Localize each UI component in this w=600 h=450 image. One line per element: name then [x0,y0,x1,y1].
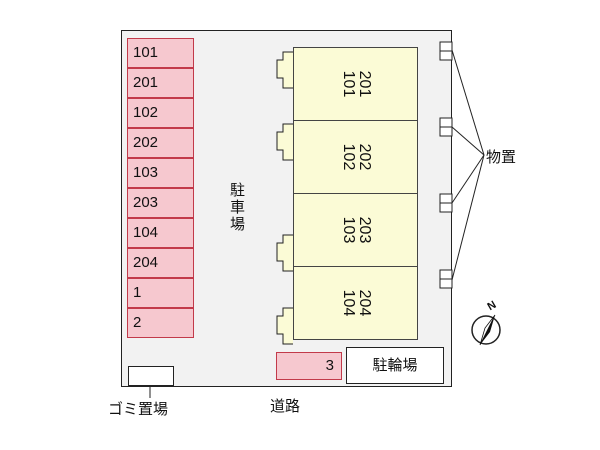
parking-slot: 202 [127,128,194,158]
garbage-label: ゴミ置場 [108,401,169,418]
parking-label: 駐車場 [228,182,245,233]
parking-slot: 101 [127,38,194,68]
parking-slot: 102 [127,98,194,128]
leader-line [451,126,485,156]
balcony-outline [276,307,293,345]
parking-slot: 204 [127,248,194,278]
parking-slot: 103 [127,158,194,188]
parking-slot: 203 [127,188,194,218]
leader-line [451,49,485,156]
bike-slot: 3 [276,352,342,380]
storage-label: 物置 [486,149,517,166]
unit-block: 204 104 [293,266,418,340]
unit-block: 202 102 [293,120,418,194]
bike-parking: 駐輪場 [346,347,444,384]
garbage-box [128,366,174,386]
parking-slot: 201 [127,68,194,98]
balcony-outline [276,123,293,161]
unit-block: 201 101 [293,47,418,121]
parking-slot: 104 [127,218,194,248]
unit-block: 203 103 [293,193,418,267]
parking-slot: 2 [127,308,194,338]
balcony-outline [276,234,293,272]
balcony-outline [276,51,293,89]
leader-line [451,154,485,281]
compass-icon [471,314,501,346]
parking-slot: 1 [127,278,194,308]
leader-line [451,154,485,204]
road-label: 道路 [270,398,301,415]
